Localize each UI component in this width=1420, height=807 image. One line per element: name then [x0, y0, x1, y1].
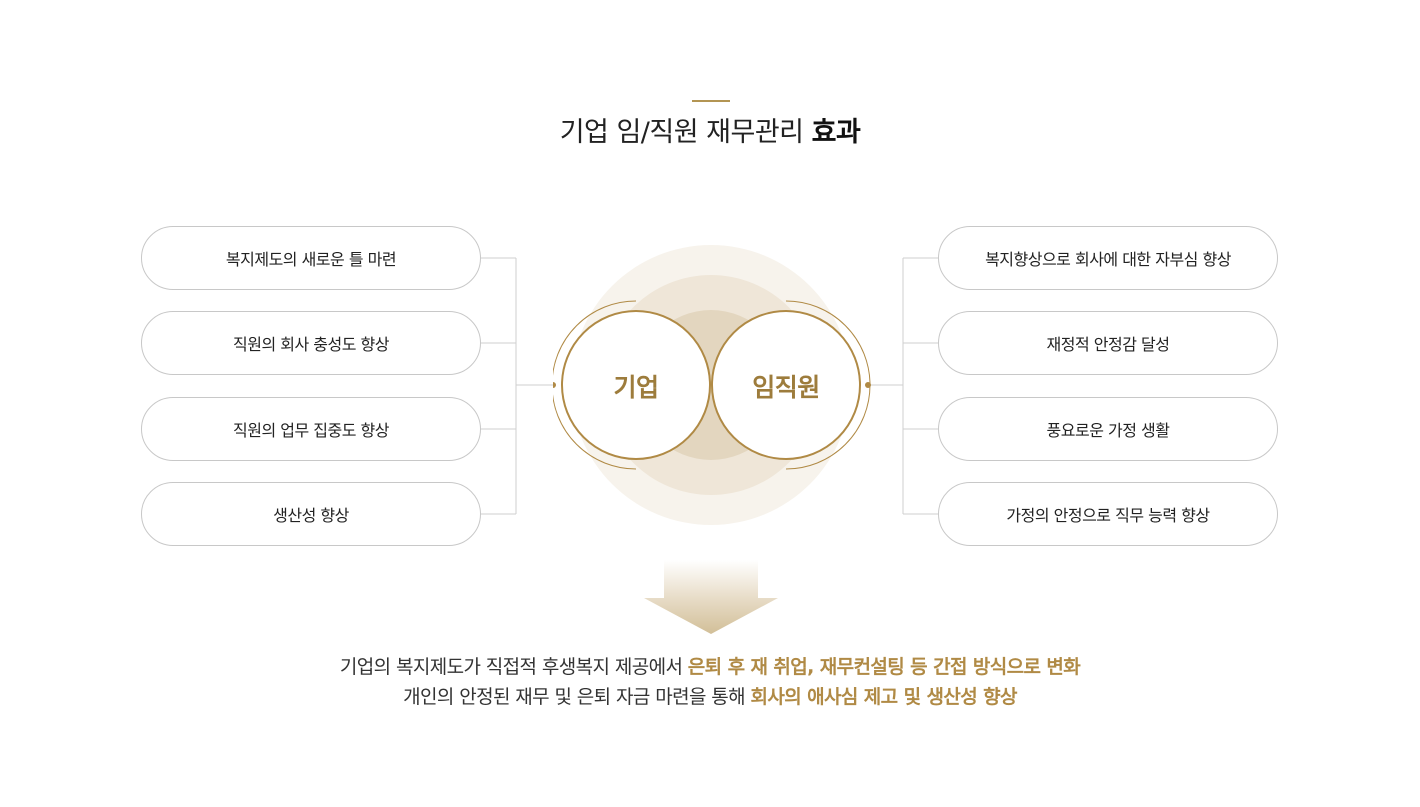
left-item-label: 복지제도의 새로운 틀 마련	[225, 250, 397, 269]
title-regular: 기업 임/직원 재무관리	[559, 117, 804, 148]
title-bold: 효과	[811, 117, 861, 148]
right-item-label: 복지향상으로 회사에 대한 자부심 향상	[985, 250, 1231, 269]
left-item-productivity: 생산성 향상	[141, 482, 481, 546]
right-item-family-life: 풍요로운 가정 생활	[938, 397, 1278, 461]
right-item-pride: 복지향상으로 회사에 대한 자부심 향상	[938, 226, 1278, 290]
summary-line-2-plain: 개인의 안정된 재무 및 은퇴 자금 마련을 통해	[403, 686, 746, 708]
left-item-loyalty: 직원의 회사 충성도 향상	[141, 311, 481, 375]
left-item-focus: 직원의 업무 집중도 향상	[141, 397, 481, 461]
down-arrow-icon	[644, 560, 778, 634]
right-item-label: 풍요로운 가정 생활	[1046, 421, 1170, 440]
venn-diagram: 기업 임직원	[550, 240, 873, 530]
left-connector	[481, 257, 553, 515]
summary-line-2-highlight: 회사의 애사심 제고 및 생산성 향상	[750, 686, 1017, 708]
summary-line-2: 개인의 안정된 재무 및 은퇴 자금 마련을 통해 회사의 애사심 제고 및 생…	[0, 683, 1420, 711]
right-item-financial-stability: 재정적 안정감 달성	[938, 311, 1278, 375]
employee-label: 임직원	[752, 373, 820, 402]
venn-graphic	[550, 245, 871, 525]
company-label: 기업	[613, 373, 659, 402]
company-circle	[561, 310, 711, 460]
page-title: 기업 임/직원 재무관리 효과	[0, 113, 1420, 153]
employee-circle	[711, 310, 861, 460]
right-item-job-performance: 가정의 안정으로 직무 능력 향상	[938, 482, 1278, 546]
left-item-label: 생산성 향상	[273, 506, 349, 525]
left-dot	[550, 382, 556, 388]
right-dot	[865, 382, 871, 388]
right-item-label: 재정적 안정감 달성	[1046, 335, 1170, 354]
right-item-label: 가정의 안정으로 직무 능력 향상	[1006, 506, 1210, 525]
title-accent-rule	[692, 100, 730, 102]
left-item-welfare-framework: 복지제도의 새로운 틀 마련	[141, 226, 481, 290]
summary-line-1-plain: 기업의 복지제도가 직접적 후생복지 제공에서	[339, 656, 683, 678]
summary-line-1: 기업의 복지제도가 직접적 후생복지 제공에서 은퇴 후 재 취업, 재무컨설팅…	[0, 653, 1420, 681]
left-item-label: 직원의 업무 집중도 향상	[233, 421, 389, 440]
right-connector	[868, 257, 938, 515]
left-item-label: 직원의 회사 충성도 향상	[233, 335, 389, 354]
summary-line-1-highlight: 은퇴 후 재 취업, 재무컨설팅 등 간접 방식으로 변화	[687, 656, 1081, 678]
